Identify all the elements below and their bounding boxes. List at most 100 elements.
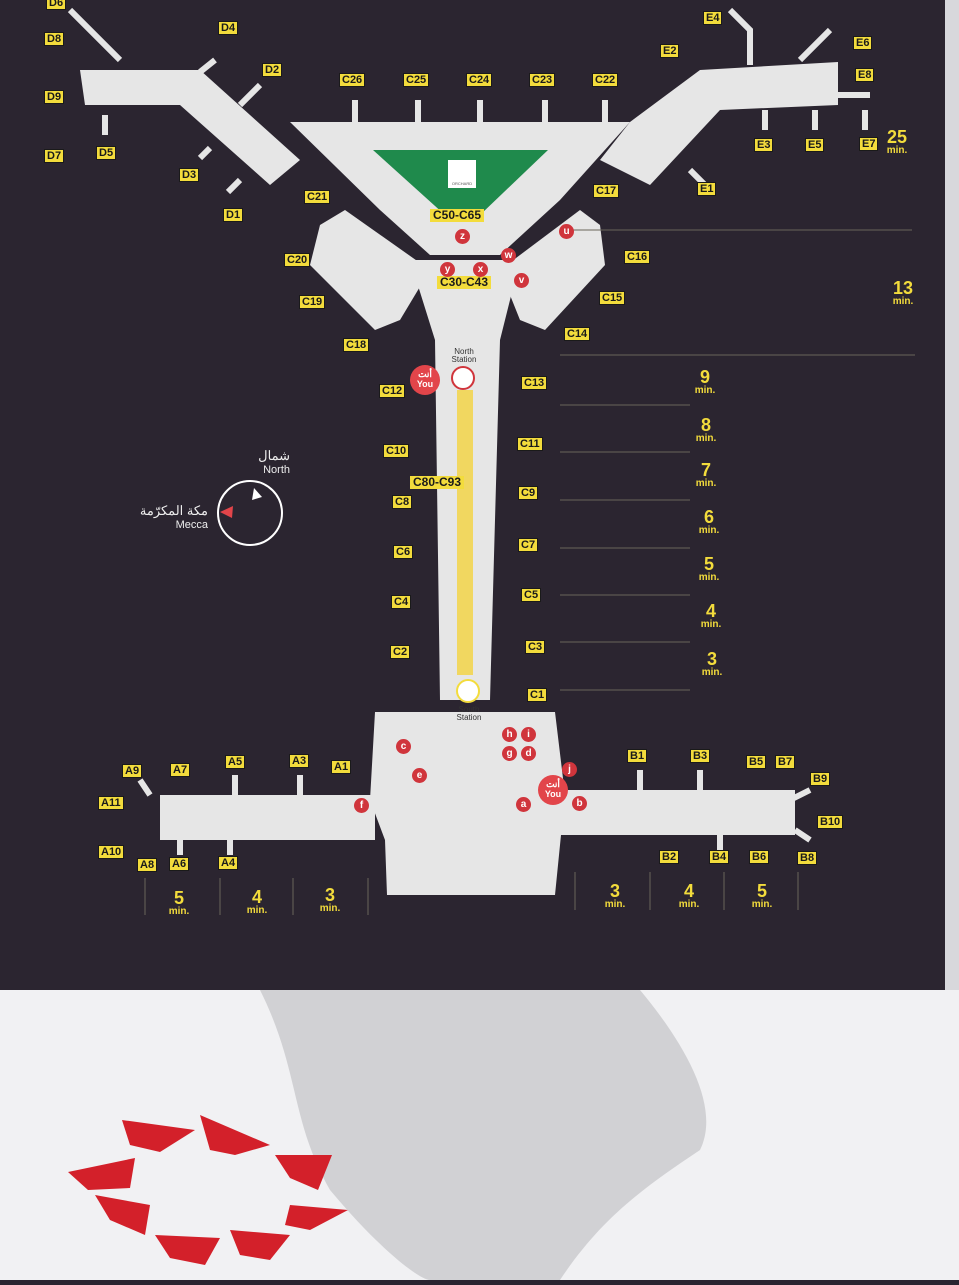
airline-logo xyxy=(68,1115,348,1265)
train-track xyxy=(457,390,473,675)
poi-pin[interactable]: y xyxy=(440,262,455,277)
gate-label: B10 xyxy=(817,815,844,829)
gate-label: C22 xyxy=(592,73,619,87)
poi-pin[interactable]: x xyxy=(473,262,488,277)
gate-range-label: C50-C65 xyxy=(430,209,485,222)
gate-label: B9 xyxy=(810,772,831,786)
poi-pin[interactable]: j xyxy=(562,762,577,777)
gate-range-label: C80-C93 xyxy=(410,476,465,489)
gate-label: D5 xyxy=(96,146,117,160)
poi-pin[interactable]: c xyxy=(396,739,411,754)
board-edge xyxy=(945,0,959,990)
gate-label: A5 xyxy=(225,755,246,769)
gate-label: B7 xyxy=(775,755,796,769)
poi-pin[interactable]: h xyxy=(502,727,517,742)
gate-label: C23 xyxy=(529,73,556,87)
gate-label: A9 xyxy=(122,764,143,778)
compass-ring xyxy=(217,480,283,546)
poi-pin[interactable]: g xyxy=(502,746,517,761)
hand-shadow xyxy=(260,990,707,1280)
gate-label: D6 xyxy=(46,0,67,10)
poi-pin[interactable]: v xyxy=(514,273,529,288)
gate-label: C19 xyxy=(299,295,326,309)
south-station-label: South Station xyxy=(456,705,482,722)
gate-label: E1 xyxy=(697,182,717,196)
gate-label: E7 xyxy=(859,137,879,151)
gate-label: B1 xyxy=(627,749,648,763)
poi-pin[interactable]: d xyxy=(521,746,536,761)
gate-label: E2 xyxy=(660,44,680,58)
gate-label: C17 xyxy=(593,184,620,198)
orchard-logo-icon xyxy=(448,160,476,188)
gate-label: C18 xyxy=(343,338,370,352)
gate-label: A1 xyxy=(331,760,352,774)
gate-jetways xyxy=(67,7,870,855)
gate-label: C5 xyxy=(521,588,542,602)
poi-pin[interactable]: u xyxy=(559,224,574,239)
poi-pin[interactable]: b xyxy=(572,796,587,811)
concourse-b xyxy=(555,790,795,835)
gate-label: C25 xyxy=(403,73,430,87)
gate-label: C12 xyxy=(379,384,406,398)
gate-label: D4 xyxy=(218,21,239,35)
gate-label: C4 xyxy=(391,595,412,609)
gate-label: E5 xyxy=(805,138,825,152)
poi-pin[interactable]: a xyxy=(516,797,531,812)
gate-label: A7 xyxy=(170,763,191,777)
gate-label: A3 xyxy=(289,754,310,768)
gate-label: C3 xyxy=(525,640,546,654)
gate-label: C6 xyxy=(393,545,414,559)
gate-label: E4 xyxy=(703,11,723,25)
concourse-e xyxy=(600,62,838,185)
gate-label: A4 xyxy=(218,856,239,870)
gate-label: C26 xyxy=(339,73,366,87)
gate-label: E6 xyxy=(853,36,873,50)
gate-label: A8 xyxy=(137,858,158,872)
gate-label: C15 xyxy=(599,291,626,305)
gate-label: E8 xyxy=(855,68,875,82)
gate-label: C20 xyxy=(284,253,311,267)
central-hub xyxy=(370,712,565,895)
gate-label: D1 xyxy=(223,208,244,222)
gate-label: C1 xyxy=(527,688,548,702)
poi-pin[interactable]: f xyxy=(354,798,369,813)
south-station-icon xyxy=(456,679,480,703)
gate-label: D8 xyxy=(44,32,65,46)
poi-pin[interactable]: w xyxy=(501,248,516,263)
sign-base xyxy=(0,990,959,1280)
orchard-logo-text: ORCHARD xyxy=(451,181,473,186)
gate-label: B6 xyxy=(749,850,770,864)
compass-mecca-arrow xyxy=(220,506,233,518)
gate-label: C24 xyxy=(466,73,493,87)
poi-pin[interactable]: e xyxy=(412,768,427,783)
gate-label: B2 xyxy=(659,850,680,864)
concourse-c-west-wing xyxy=(310,210,430,330)
gate-label: D9 xyxy=(44,90,65,104)
gate-label: E3 xyxy=(754,138,774,152)
gate-label: C11 xyxy=(517,437,543,451)
gate-label: C7 xyxy=(518,538,539,552)
gate-label: C13 xyxy=(521,376,548,390)
compass-north-arrow xyxy=(252,488,262,500)
gate-label: B5 xyxy=(746,755,767,769)
gate-range-label: C30-C43 xyxy=(437,276,492,289)
poi-pin[interactable]: z xyxy=(455,229,470,244)
north-station-label: North Station xyxy=(451,347,477,364)
poi-pin[interactable]: i xyxy=(521,727,536,742)
concourse-c-east-wing xyxy=(500,210,605,330)
concourse-d xyxy=(80,70,300,185)
gate-label: C21 xyxy=(304,190,331,204)
gate-label: A11 xyxy=(98,796,124,810)
gate-label: C8 xyxy=(392,495,413,509)
